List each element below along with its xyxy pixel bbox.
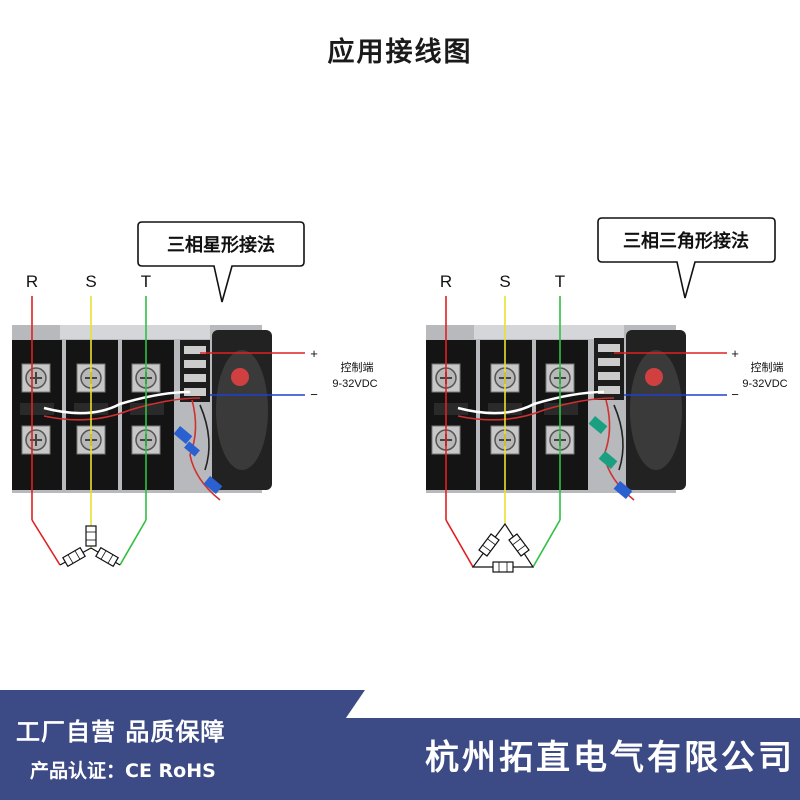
control-voltage: 9-32VDC xyxy=(332,378,377,390)
phase-label-s: S xyxy=(499,272,510,291)
phase-label-s: S xyxy=(85,272,96,291)
ssr-module-t xyxy=(536,340,588,490)
control-terminal-block xyxy=(180,340,210,402)
ssr-module-r xyxy=(426,340,476,490)
star-callout: 三相星形接法 xyxy=(137,221,305,303)
footer-company-name: 杭州拓直电气有限公司 xyxy=(425,738,795,778)
delta-resistor-bottom xyxy=(492,561,514,573)
footer-left-panel xyxy=(0,690,330,800)
delta-callout-text: 三相三角形接法 xyxy=(623,230,749,252)
phase-label-t: T xyxy=(555,272,565,291)
control-label: 控制端 xyxy=(751,360,784,374)
phase-label-r: R xyxy=(440,272,452,291)
star-callout-text: 三相星形接法 xyxy=(167,234,275,256)
delta-resistor-right xyxy=(508,533,530,557)
control-label: 控制端 xyxy=(341,360,374,374)
star-resistor-t xyxy=(95,547,119,567)
footer-right-panel xyxy=(330,718,800,800)
phase-label-r: R xyxy=(26,272,38,291)
delta-resistor-left xyxy=(478,533,500,557)
control-plus-sign: + xyxy=(310,346,318,361)
control-minus-sign: − xyxy=(310,387,318,402)
control-terminal-block xyxy=(594,338,624,400)
cooling-fan xyxy=(212,330,272,490)
control-voltage: 9-32VDC xyxy=(742,378,787,390)
cooling-fan xyxy=(626,330,686,490)
star-resistor-s xyxy=(85,525,97,547)
control-plus-sign: + xyxy=(731,346,739,361)
wiring-diagram: 三相星形接法 R S T xyxy=(12,217,788,573)
ssr-module-t xyxy=(122,340,174,490)
star-diagram: 三相星形接法 R S T xyxy=(12,221,378,567)
phase-label-t: T xyxy=(141,272,151,291)
footer-slogan: 工厂自营 品质保障 xyxy=(16,718,226,746)
page-title: 应用接线图 xyxy=(327,37,473,68)
star-resistor-r xyxy=(62,547,86,567)
control-minus-sign: − xyxy=(731,387,739,402)
delta-diagram: 三相三角形接法 R S T xyxy=(426,217,788,573)
ssr-module-r xyxy=(12,340,62,490)
delta-callout: 三相三角形接法 xyxy=(597,217,776,299)
footer-banner: 工厂自营 品质保障 产品认证：CE RoHS 杭州拓直电气有限公司 xyxy=(0,690,800,800)
ssr-module-s xyxy=(66,340,118,490)
footer-certification: 产品认证：CE RoHS xyxy=(30,760,216,782)
ssr-module-s xyxy=(480,340,532,490)
